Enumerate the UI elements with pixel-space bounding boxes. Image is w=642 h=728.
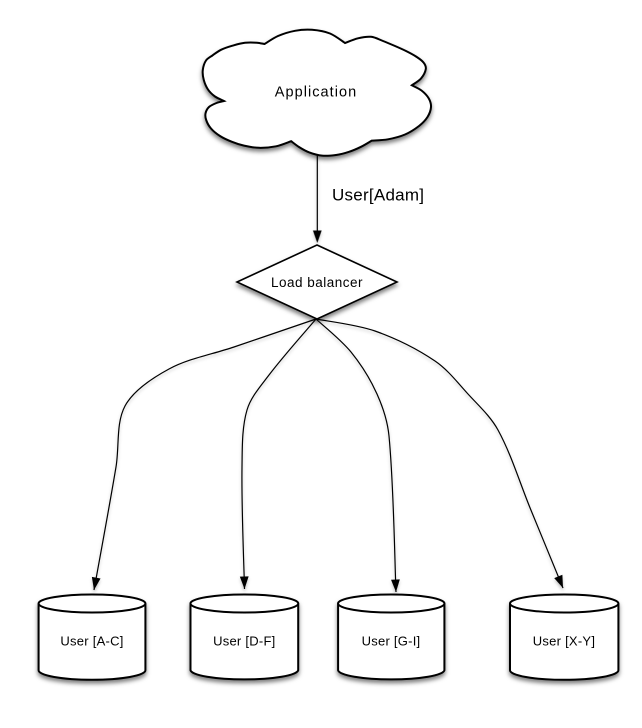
svg-text:User[Adam]: User[Adam] — [332, 185, 424, 204]
svg-text:Load balancer: Load balancer — [271, 275, 363, 290]
svg-text:User [G-I]: User [G-I] — [362, 634, 421, 649]
svg-text:User [X-Y]: User [X-Y] — [533, 634, 595, 649]
svg-text:User [A-C]: User [A-C] — [60, 634, 123, 649]
svg-text:Application: Application — [275, 85, 358, 101]
svg-text:User [D-F]: User [D-F] — [213, 634, 275, 649]
